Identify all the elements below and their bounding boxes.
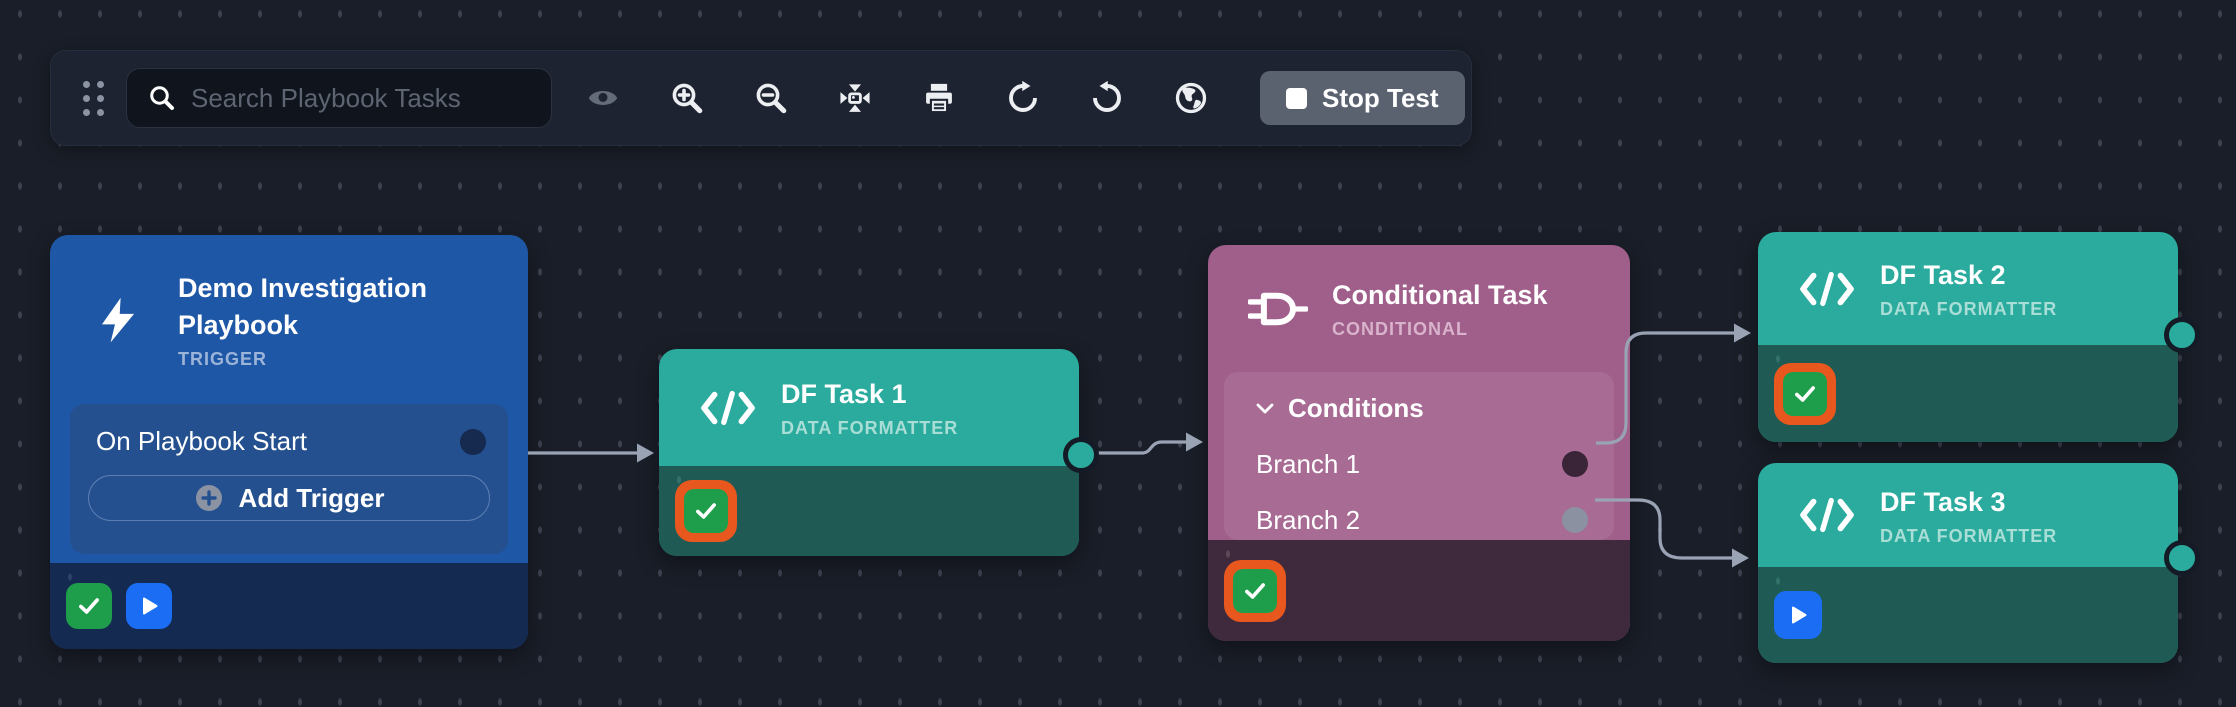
branch-1-port[interactable]	[1562, 451, 1588, 477]
lightning-icon	[92, 294, 144, 346]
branch-2-port[interactable]	[1562, 507, 1588, 533]
df2-output-port[interactable]	[2164, 317, 2200, 353]
node-conditional-task[interactable]: Conditional Task CONDITIONAL Conditions …	[1208, 245, 1630, 641]
arrowhead	[1186, 432, 1203, 452]
globe-button[interactable]	[1156, 63, 1226, 133]
success-check-badge	[684, 489, 728, 533]
arrowhead	[1732, 548, 1749, 568]
redo-icon	[1009, 80, 1037, 112]
arrowhead	[1734, 323, 1751, 343]
undo-icon	[1093, 80, 1121, 112]
trigger-node-footer	[50, 563, 528, 649]
play-badge[interactable]	[126, 583, 172, 629]
toggle-visibility-button[interactable]	[568, 63, 638, 133]
trigger-row-label: On Playbook Start	[96, 426, 307, 456]
df1-output-port[interactable]	[1063, 437, 1099, 473]
zoom-in-button[interactable]	[652, 63, 722, 133]
redo-button[interactable]	[988, 63, 1058, 133]
play-badge[interactable]	[1774, 591, 1822, 639]
node-df-task-1[interactable]: DF Task 1 DATA FORMATTER	[659, 349, 1079, 556]
eye-icon	[588, 91, 618, 105]
logic-gate-icon	[1248, 287, 1308, 331]
node-df-task-2[interactable]: DF Task 2 DATA FORMATTER	[1758, 232, 2178, 442]
code-icon	[699, 385, 757, 431]
node-df-task-3[interactable]: DF Task 3 DATA FORMATTER	[1758, 463, 2178, 663]
branch-1-row[interactable]: Branch 1	[1224, 436, 1614, 492]
df2-node-header: DF Task 2 DATA FORMATTER	[1758, 232, 2178, 345]
node-title: DF Task 3	[1880, 486, 2006, 517]
node-title: DF Task 1	[781, 379, 907, 409]
conditions-collapse-row[interactable]: Conditions	[1224, 372, 1614, 436]
add-trigger-button[interactable]: Add Trigger	[88, 475, 490, 521]
canvas-toolbar: Stop Test	[50, 50, 1472, 146]
zoom-out-icon	[756, 83, 787, 114]
trigger-node-header: Demo Investigation Playbook TRIGGER	[50, 235, 528, 404]
code-icon	[1798, 266, 1856, 312]
branch-2-label: Branch 2	[1256, 504, 1361, 535]
success-check-badge	[1233, 568, 1277, 613]
print-button[interactable]	[904, 63, 974, 133]
search-input[interactable]	[177, 82, 551, 114]
chevron-down-icon	[1256, 403, 1274, 413]
conditions-label: Conditions	[1288, 392, 1424, 423]
stop-test-button[interactable]: Stop Test	[1260, 71, 1465, 125]
drag-handle[interactable]	[83, 80, 104, 116]
node-subtitle: TRIGGER	[178, 348, 268, 369]
df3-node-footer	[1758, 567, 2178, 663]
fit-view-icon	[840, 84, 870, 112]
highlighted-success-badge[interactable]	[1224, 559, 1286, 622]
code-icon	[1798, 492, 1856, 538]
search-icon	[150, 86, 174, 110]
arrowhead	[637, 443, 654, 463]
node-subtitle: DATA FORMATTER	[781, 418, 959, 438]
plus-circle-icon	[195, 485, 222, 511]
df1-node-footer	[659, 466, 1079, 556]
add-trigger-label: Add Trigger	[238, 482, 385, 513]
node-subtitle: DATA FORMATTER	[1880, 525, 2058, 546]
print-icon	[926, 83, 952, 114]
branch-2-row[interactable]: Branch 2	[1224, 492, 1614, 548]
df1-node-header: DF Task 1 DATA FORMATTER	[659, 349, 1079, 466]
undo-button[interactable]	[1072, 63, 1142, 133]
edge-df1-to-conditional	[1092, 440, 1186, 455]
conditional-node-header: Conditional Task CONDITIONAL	[1208, 245, 1630, 372]
highlighted-success-badge[interactable]	[1774, 362, 1836, 425]
trigger-output-dot[interactable]	[460, 428, 486, 455]
node-title: DF Task 2	[1880, 260, 2006, 290]
node-trigger[interactable]: Demo Investigation Playbook TRIGGER On P…	[50, 235, 528, 649]
branch-1-label: Branch 1	[1256, 448, 1361, 479]
zoom-in-icon	[672, 83, 703, 114]
trigger-config-panel: On Playbook Start Add Trigger	[70, 404, 508, 554]
conditions-panel: Conditions Branch 1 Branch 2	[1224, 372, 1614, 540]
stop-square-icon	[1286, 87, 1307, 109]
df3-node-header: DF Task 3 DATA FORMATTER	[1758, 463, 2178, 567]
conditional-node-footer	[1208, 540, 1630, 641]
node-subtitle: CONDITIONAL	[1332, 319, 1468, 339]
df3-output-port[interactable]	[2164, 540, 2200, 576]
globe-icon	[1175, 82, 1207, 114]
highlighted-success-badge[interactable]	[675, 480, 737, 542]
stop-test-label: Stop Test	[1322, 82, 1439, 113]
zoom-out-button[interactable]	[736, 63, 806, 133]
df2-node-footer	[1758, 345, 2178, 442]
success-check-badge[interactable]	[66, 583, 112, 629]
trigger-row-on-playbook-start[interactable]: On Playbook Start	[70, 404, 508, 457]
success-check-badge	[1783, 371, 1827, 416]
fit-view-button[interactable]	[820, 63, 890, 133]
node-title: Demo Investigation Playbook	[178, 272, 428, 340]
node-title: Conditional Task	[1332, 280, 1548, 310]
search-box[interactable]	[126, 68, 552, 128]
node-subtitle: DATA FORMATTER	[1880, 299, 2058, 319]
